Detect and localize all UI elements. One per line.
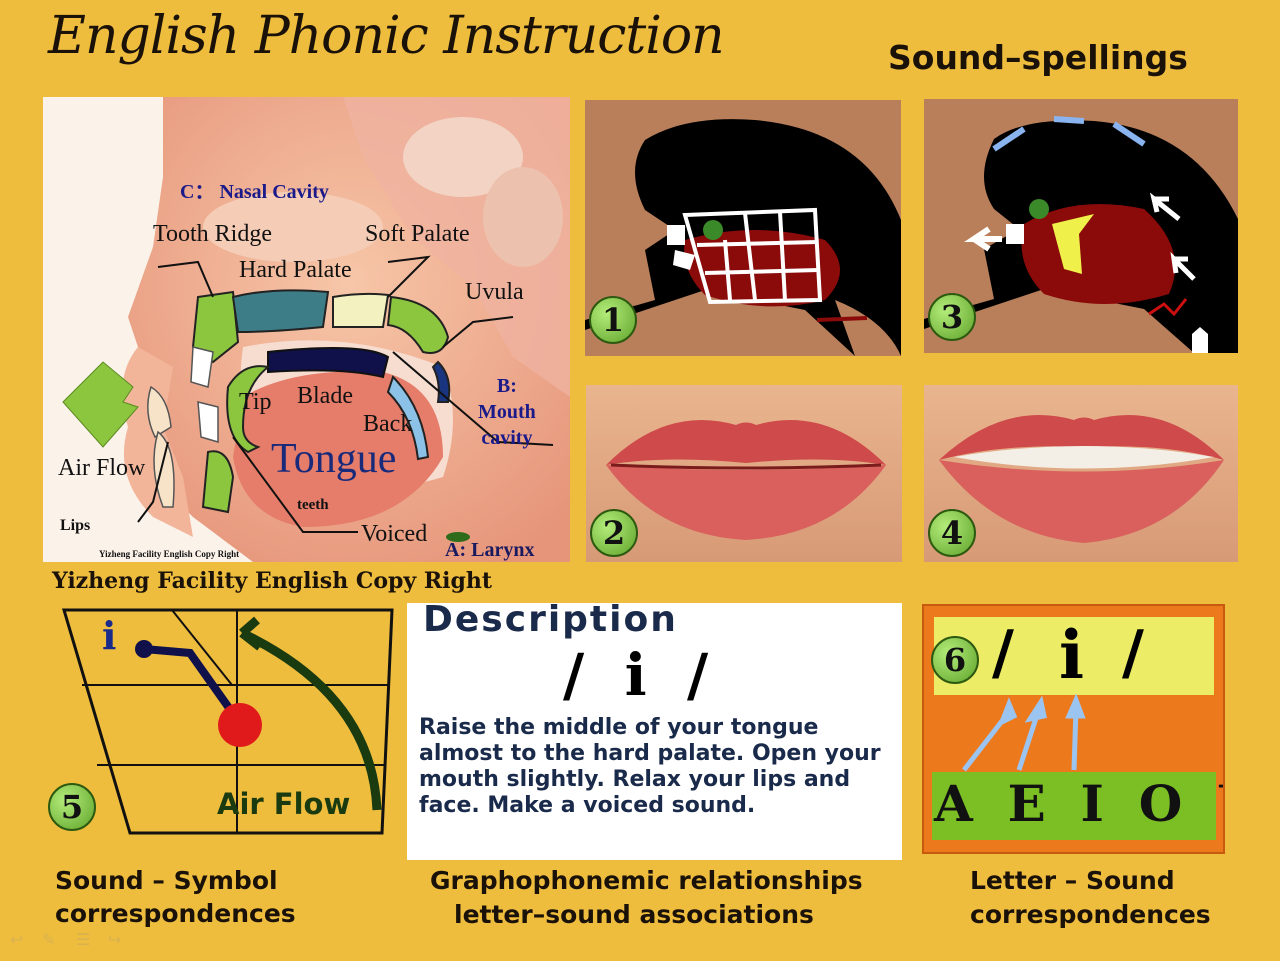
label-nasal-cavity: C： Nasal Cavity	[180, 181, 329, 203]
letter-sound-box: 6 / i / A E I O U	[922, 604, 1225, 854]
label-air-flow: Air Flow	[58, 455, 146, 481]
label-back: Back	[363, 411, 413, 437]
label-tip: Tip	[239, 389, 272, 415]
nav-forward-icon[interactable]: ↪	[108, 930, 122, 949]
chart-symbol: i	[102, 613, 117, 658]
label-uvula: Uvula	[465, 279, 524, 305]
caption-mid-line2: letter–sound associations	[454, 900, 814, 929]
description-box: Description / i / Raise the middle of yo…	[407, 603, 902, 860]
label-teeth: teeth	[297, 497, 329, 513]
inner-copyright: Yizheng Facility English Copy Right	[99, 549, 240, 559]
caption-left-line2: correspondences	[55, 899, 296, 928]
step-badge-1: 1	[589, 296, 637, 344]
step-badge-6: 6	[931, 636, 979, 684]
label-soft-palate: Soft Palate	[365, 221, 470, 247]
caption-mid-line1: Graphophonemic relationships	[430, 866, 863, 895]
vowel-arrows	[962, 694, 1086, 772]
label-voiced: Voiced	[361, 521, 428, 547]
vowel-chart-5: i Air Flow 5	[42, 605, 402, 845]
lips-photo-2: 2	[586, 385, 902, 562]
label-tongue: Tongue	[271, 436, 397, 482]
description-symbol: / i /	[563, 641, 709, 709]
label-lips: Lips	[60, 517, 91, 534]
label-larynx: A: Larynx	[445, 539, 535, 561]
caption-right-line2: correspondences	[970, 900, 1211, 929]
vowel-letters: A E I O U	[934, 774, 1223, 833]
nav-pen-icon[interactable]: ✎	[42, 930, 56, 949]
page-subtitle: Sound–spellings	[888, 38, 1188, 77]
symbol-bar	[934, 617, 1214, 695]
step-badge-5: 5	[48, 783, 96, 831]
page-title: English Phonic Instruction	[48, 6, 725, 66]
symbol-letter: i	[1059, 616, 1085, 694]
caption-right-line1: Letter – Sound	[970, 866, 1175, 895]
step-badge-4: 4	[928, 509, 976, 557]
mouth-diagram-3: 3	[924, 99, 1238, 353]
mouth-diagram-1: 1	[585, 100, 901, 356]
anatomy-illustration	[62, 97, 570, 562]
step-badge-3: 3	[928, 293, 976, 341]
nav-menu-icon[interactable]: ☰	[76, 930, 91, 949]
description-heading: Description	[423, 603, 678, 640]
label-hard-palate: Hard Palate	[239, 257, 352, 283]
description-text: Raise the middle of your tongue almost t…	[419, 715, 881, 818]
lips-photo-4: 4	[924, 385, 1238, 562]
label-blade: Blade	[297, 383, 353, 409]
vowel-bar	[932, 772, 1216, 840]
label-tooth-ridge: Tooth Ridge	[153, 221, 272, 247]
caption-left-line1: Sound – Symbol	[55, 866, 278, 895]
nav-back-icon[interactable]: ↩	[10, 930, 24, 949]
label-mouth-cavity: B: Mouth cavity	[478, 375, 536, 449]
step-badge-2: 2	[590, 509, 638, 557]
copyright-text: Yizheng Facility English Copy Right	[52, 568, 493, 594]
symbol-slash-right: /	[1122, 618, 1144, 688]
chart-air-flow-label: Air Flow	[217, 787, 351, 821]
symbol-slash-left: /	[992, 618, 1014, 688]
anatomy-diagram: C： Nasal Cavity Tooth Ridge Soft Palate …	[43, 97, 570, 562]
